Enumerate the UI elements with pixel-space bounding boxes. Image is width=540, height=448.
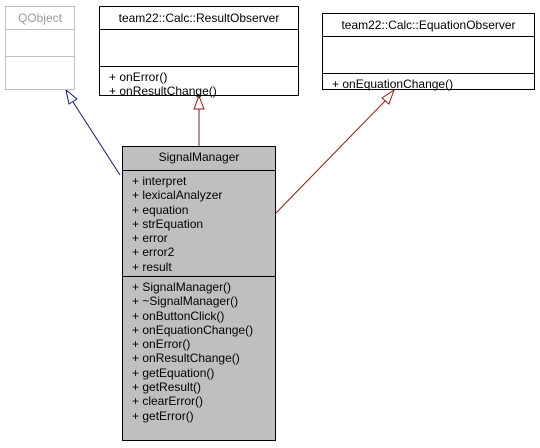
class-resultobserver-name: team22::Calc::ResultObserver bbox=[118, 11, 280, 25]
operation-onerror: + onError() bbox=[132, 337, 191, 352]
class-qobject-operations bbox=[6, 56, 74, 83]
attribute-result: + result bbox=[132, 259, 172, 274]
class-equationobserver-name: team22::Calc::EquationObserver bbox=[341, 18, 516, 32]
attribute-error: + error bbox=[132, 231, 168, 246]
class-qobject-attributes bbox=[6, 29, 74, 56]
operation-getequation: + getEquation() bbox=[132, 365, 215, 380]
operation-onresultchange: + onResultChange() bbox=[109, 84, 217, 99]
operation-geterror: + getError() bbox=[132, 408, 194, 423]
edge-signalmanager-to-equationobserver bbox=[275, 88, 395, 214]
operation-signalmanager: + SignalManager() bbox=[132, 280, 232, 294]
class-signalmanager: SignalManager + interpret + lexicalAnaly… bbox=[122, 146, 276, 441]
operation-destructor: + ~SignalManager() bbox=[132, 294, 239, 309]
inheritance-arrowhead-equationobserver bbox=[381, 88, 395, 105]
class-equationobserver-operations: + onEquationChange() bbox=[323, 73, 534, 94]
inheritance-arrowhead-resultobserver bbox=[193, 94, 205, 110]
operation-onequationchange: + onEquationChange() bbox=[332, 77, 454, 91]
class-signalmanager-attributes: + interpret + lexicalAnalyzer + equation… bbox=[123, 170, 275, 276]
class-qobject: QObject bbox=[5, 6, 75, 90]
operation-getresult: + getResult() bbox=[132, 380, 202, 395]
operation-onbuttonclick: + onButtonClick() bbox=[132, 308, 225, 323]
inheritance-arrowhead-qobject bbox=[65, 88, 78, 105]
attribute-lexicalanalyzer: + lexicalAnalyzer bbox=[132, 188, 223, 203]
operation-onequationchange: + onEquationChange() bbox=[132, 322, 254, 337]
operation-onresultchange: + onResultChange() bbox=[132, 351, 240, 366]
attribute-equation: + equation bbox=[132, 202, 189, 217]
edge-signalmanager-to-resultobserver bbox=[193, 94, 205, 146]
class-signalmanager-name: SignalManager bbox=[158, 150, 240, 164]
class-resultobserver-attributes bbox=[100, 29, 298, 66]
edge-signalmanager-to-qobject bbox=[65, 88, 121, 176]
operation-onerror: + onError() bbox=[109, 70, 168, 84]
class-resultobserver: team22::Calc::ResultObserver + onError()… bbox=[99, 6, 299, 98]
class-qobject-name: QObject bbox=[17, 11, 62, 25]
class-resultobserver-operations: + onError() + onResultChange() bbox=[100, 66, 298, 102]
attribute-interpret: + interpret bbox=[132, 174, 187, 188]
operation-clearerror: + clearError() bbox=[132, 394, 204, 409]
attribute-strequation: + strEquation bbox=[132, 216, 204, 231]
attribute-error2: + error2 bbox=[132, 245, 175, 260]
class-signalmanager-operations: + SignalManager() + ~SignalManager() + o… bbox=[123, 276, 275, 426]
class-equationobserver: team22::Calc::EquationObserver + onEquat… bbox=[322, 13, 535, 91]
class-equationobserver-attributes bbox=[323, 36, 534, 73]
